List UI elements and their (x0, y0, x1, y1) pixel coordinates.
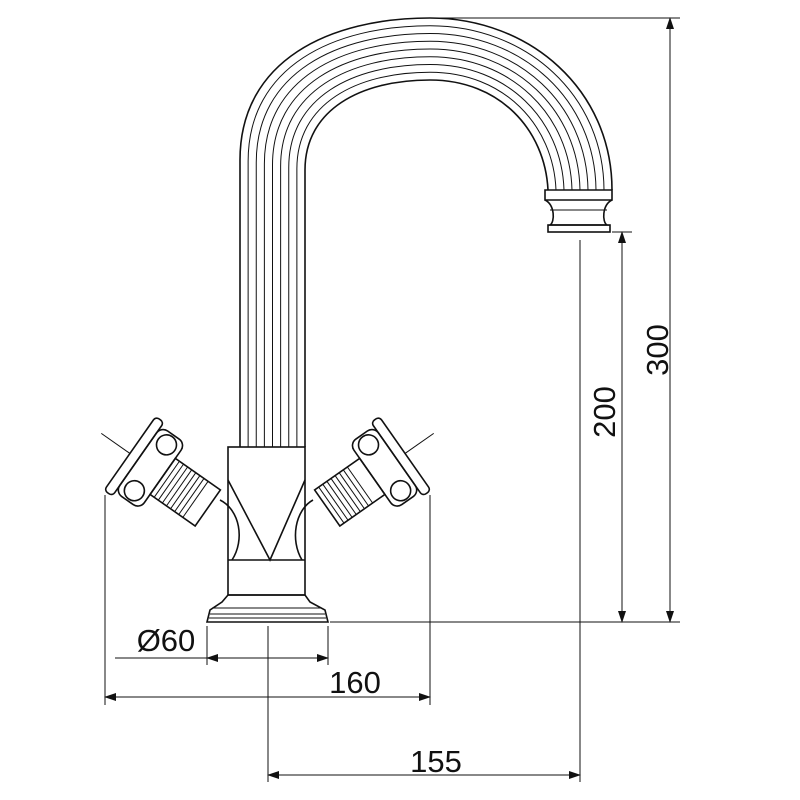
dimension-lines (104, 17, 680, 782)
spout-flute (255, 32, 597, 447)
spout-flute (263, 40, 589, 447)
spout-flute (296, 71, 557, 447)
right-handle[interactable] (301, 397, 459, 545)
spout-flute (272, 48, 581, 447)
spout (239, 17, 613, 447)
dimension-160: 160 (329, 665, 381, 700)
dimension-200: 200 (587, 386, 622, 438)
base (205, 594, 330, 623)
dimension-diameter-60: Ø60 (137, 623, 196, 658)
spout-flute (288, 63, 565, 447)
spout-flute (247, 25, 605, 447)
nozzle (544, 189, 613, 233)
spout-flute (280, 56, 573, 447)
left-handle[interactable] (75, 397, 233, 545)
dimension-155: 155 (410, 744, 462, 779)
dimension-300: 300 (640, 324, 675, 376)
body (219, 446, 314, 596)
